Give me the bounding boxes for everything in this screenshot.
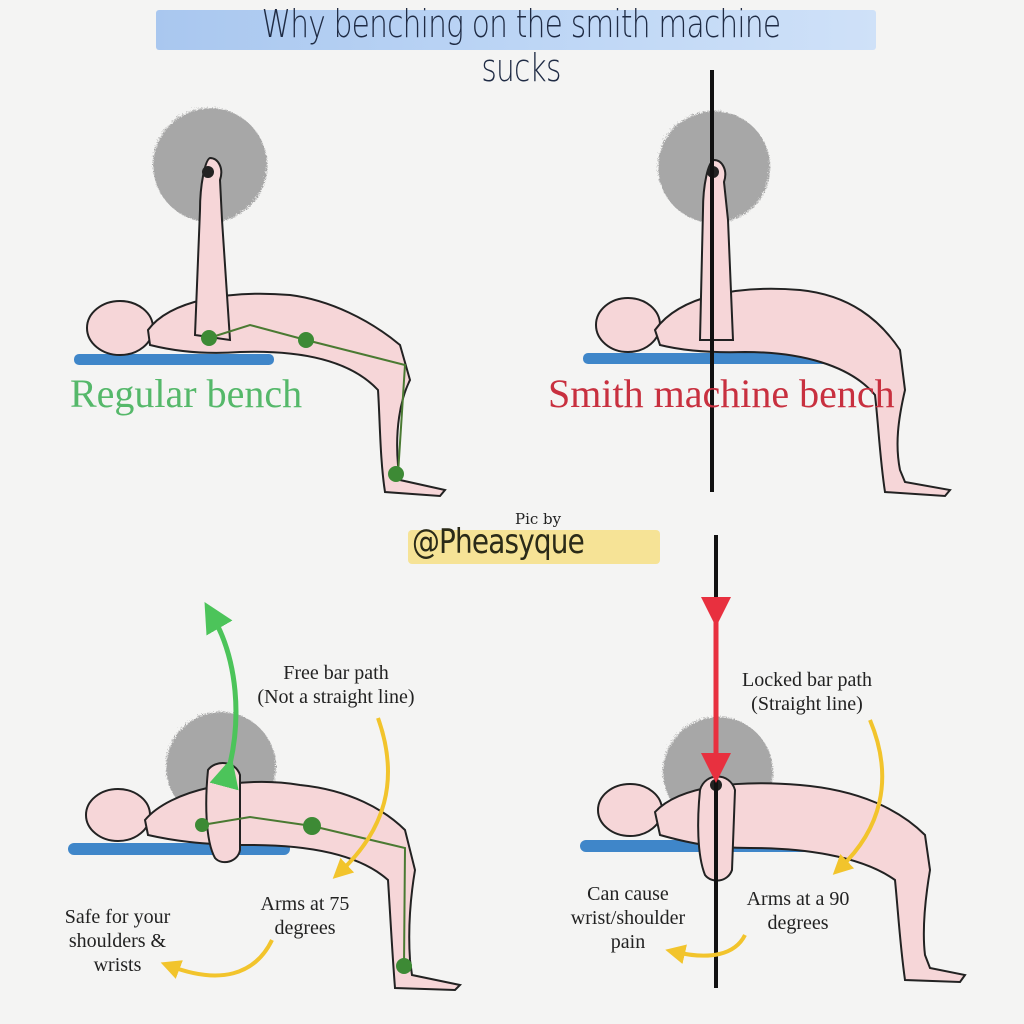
note-line: degrees: [274, 917, 336, 939]
title-highlight: [156, 10, 876, 50]
page-title: Why benching on the smith machine sucks: [261, 2, 781, 90]
callout-arrow-effect: [665, 934, 747, 964]
figure-smith-bench-top: [583, 70, 952, 498]
note-line: degrees: [767, 912, 829, 934]
joint-marker-hip: [303, 817, 321, 835]
smith-bench-label: Smith machine bench: [548, 371, 895, 416]
note-line: pain: [610, 931, 646, 953]
figure-regular-bench-top: [74, 106, 447, 498]
credit-prefix: Pic by: [515, 510, 562, 528]
note-line: (Not a straight line): [257, 686, 415, 708]
joint-marker-shoulder: [195, 818, 209, 832]
free-bar-path-arrow: [204, 602, 239, 791]
note-line: Can cause: [587, 883, 669, 905]
joint-marker-hip: [298, 332, 314, 348]
credit-highlight: [408, 530, 660, 564]
note-line: Arms at a 90: [746, 888, 850, 910]
callout-arrow-arms: [332, 717, 390, 879]
note-line: Safe for your: [64, 906, 171, 928]
joint-marker-ankle: [396, 958, 412, 974]
note-line: Arms at 75: [260, 893, 350, 915]
callout-arrow-arms: [832, 719, 885, 875]
arms-90-note: Arms at a 90 degrees: [728, 887, 868, 935]
free-bar-path-note: Free bar path (Not a straight line): [236, 661, 436, 709]
note-line: Free bar path: [283, 662, 389, 684]
locked-bar-path-note: Locked bar path (Straight line): [722, 668, 892, 716]
figure-regular-bench-bottom: [68, 602, 463, 992]
joint-marker-shoulder: [201, 330, 217, 346]
safe-note: Safe for your shoulders & wrists: [45, 905, 190, 977]
pain-note: Can cause wrist/shoulder pain: [548, 882, 708, 954]
regular-bench-label: Regular bench: [70, 371, 303, 416]
note-line: wrists: [93, 954, 142, 976]
credit-handle: @Pheasyque: [412, 522, 585, 562]
bench-pad: [74, 354, 274, 365]
note-line: (Straight line): [751, 693, 863, 715]
note-line: Locked bar path: [742, 669, 872, 691]
bench-pad: [583, 353, 835, 364]
joint-marker-ankle: [388, 466, 404, 482]
arms-75-note: Arms at 75 degrees: [240, 892, 370, 940]
note-line: wrist/shoulder: [570, 907, 686, 929]
note-line: shoulders &: [68, 930, 167, 952]
callout-arrow-effect: [160, 939, 274, 979]
figure-smith-bench-bottom: [580, 535, 967, 988]
